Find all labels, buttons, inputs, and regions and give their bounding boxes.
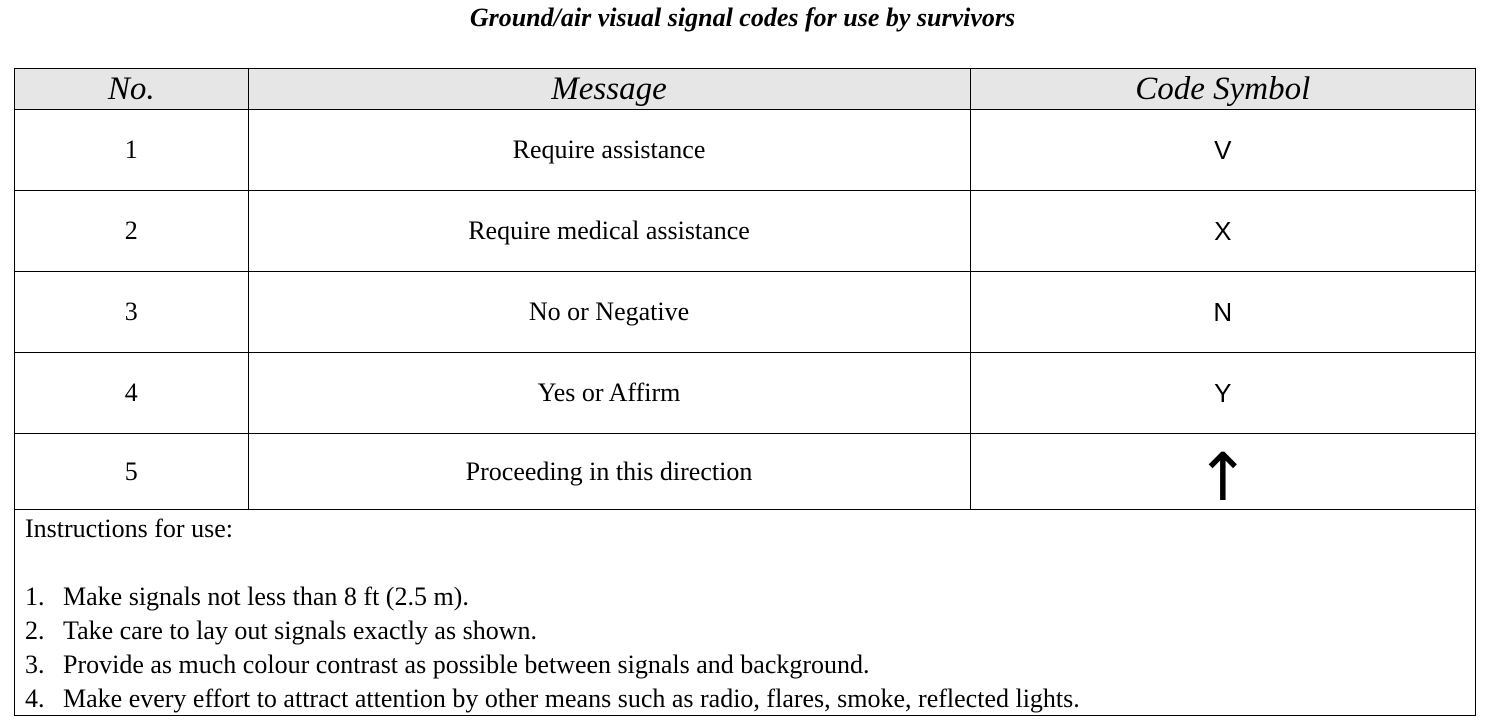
- header-number: No.: [15, 69, 249, 110]
- instructions-heading: Instructions for use:: [25, 514, 233, 543]
- row-message: Proceeding in this direction: [247, 433, 971, 510]
- signal-code-sheet: No. Message Code Symbol 1 Require assist…: [14, 68, 1476, 716]
- instructions-list: 1. Make signals not less than 8 ft (2.5 m…: [25, 580, 1475, 716]
- list-item-number: 4.: [25, 684, 45, 713]
- row-message: Require medical assistance: [247, 190, 971, 272]
- row-number: 2: [15, 190, 249, 272]
- list-item-number: 3.: [25, 650, 45, 679]
- header-code-symbol: Code Symbol: [969, 69, 1475, 110]
- row-code-symbol: ↑: [969, 433, 1475, 510]
- row-number: 4: [15, 352, 249, 434]
- table-row: 3 No or Negative N: [15, 271, 1475, 353]
- row-number: 3: [15, 271, 249, 353]
- row-number: 1: [15, 109, 249, 191]
- row-code-symbol: X: [969, 190, 1475, 272]
- table-row: 1 Require assistance V: [15, 109, 1475, 191]
- table-row: 2 Require medical assistance X: [15, 190, 1475, 272]
- list-item: 2. Take care to lay out signals exactly a…: [25, 614, 1475, 648]
- list-item-number: 1.: [25, 582, 45, 611]
- table-row: 4 Yes or Affirm Y: [15, 352, 1475, 434]
- instructions-section: Instructions for use: 1. Make signals not…: [15, 510, 1475, 716]
- list-item-text: Take care to lay out signals exactly as …: [63, 616, 537, 645]
- row-code-symbol: Y: [969, 352, 1475, 434]
- table-row: 5 Proceeding in this direction ↑: [15, 433, 1475, 510]
- page-title: Ground/air visual signal codes for use b…: [469, 3, 1016, 32]
- row-number: 5: [15, 433, 249, 510]
- row-message: Require assistance: [247, 109, 971, 191]
- instructions-spacer: [25, 546, 1475, 580]
- list-item: 4. Make every effort to attract attention…: [25, 682, 1475, 716]
- row-message: Yes or Affirm: [247, 352, 971, 434]
- signal-code-table: No. Message Code Symbol 1 Require assist…: [15, 69, 1475, 510]
- list-item: 3. Provide as much colour contrast as pos…: [25, 648, 1475, 682]
- up-arrow-icon: ↑: [1195, 438, 1251, 516]
- list-item: 1. Make signals not less than 8 ft (2.5 m…: [25, 580, 1475, 614]
- header-message: Message: [247, 69, 971, 110]
- list-item-text: Provide as much colour contrast as possi…: [63, 650, 870, 679]
- row-message: No or Negative: [247, 271, 971, 353]
- list-item-number: 2.: [25, 616, 45, 645]
- list-item-text: Make every effort to attract attention b…: [63, 684, 1080, 713]
- list-item-text: Make signals not less than 8 ft (2.5 m).: [63, 582, 469, 611]
- table-header-row: No. Message Code Symbol: [15, 69, 1475, 110]
- row-code-symbol: N: [969, 271, 1475, 353]
- row-code-symbol: V: [969, 109, 1475, 191]
